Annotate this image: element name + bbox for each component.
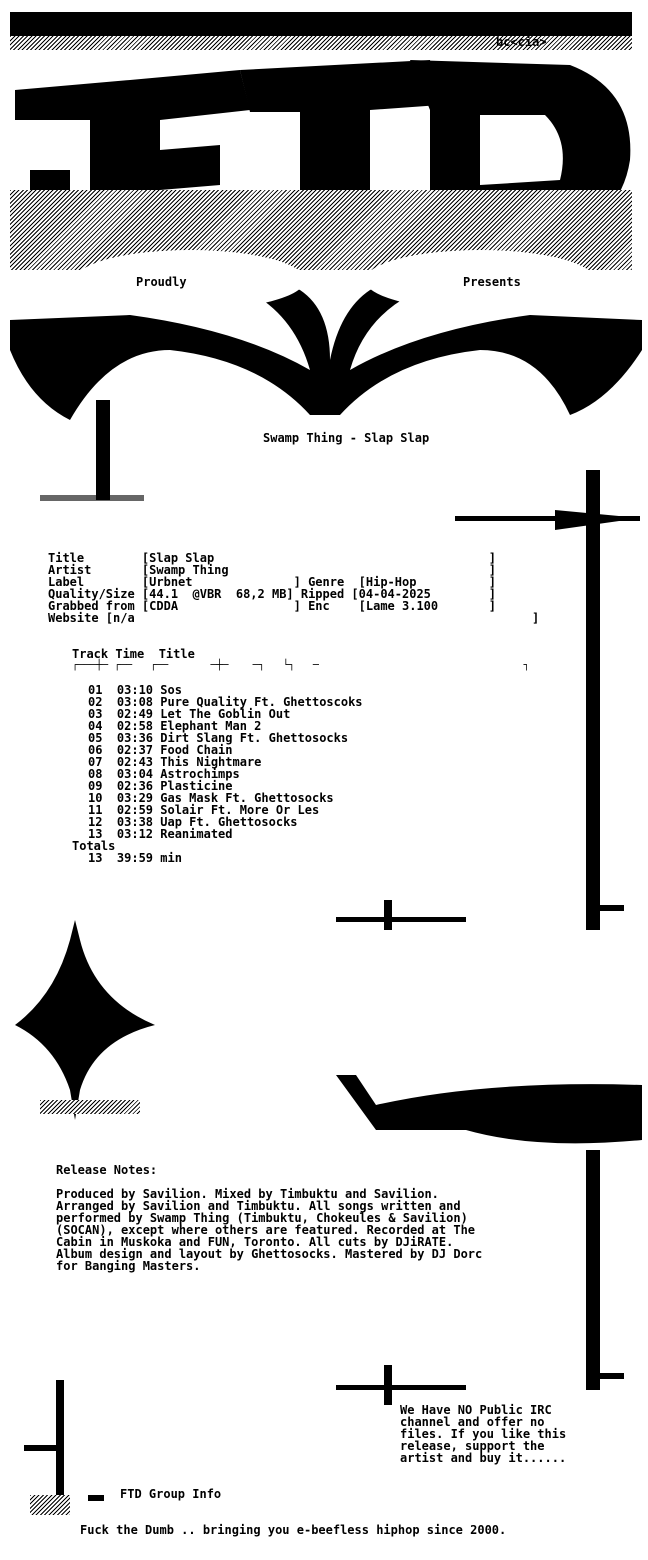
header-tag: bc<cia> <box>496 35 547 49</box>
irc-line: We Have NO Public IRC <box>400 1403 552 1417</box>
track-row: 12 03:38 Uap Ft. Ghettosocks <box>88 815 298 829</box>
info-grabbed-line: Grabbed from [CDDA ] Enc [Lame 3.100 ] <box>48 599 496 613</box>
track-row: 11 02:59 Solair Ft. More Or Les <box>88 803 320 817</box>
totals-label: Totals <box>72 839 116 853</box>
tracklist-rule: ┌───┼─ ┌── ┌── ─┼─ ─┐ └┐ ─ ┐ <box>72 660 530 671</box>
presents-right: Presents <box>463 275 521 289</box>
notes-line: Album design and layout by Ghettosocks. … <box>56 1247 483 1261</box>
track-row: 03 02:49 Let The Goblin Out <box>88 707 291 721</box>
notes-line: for Banging Masters. <box>56 1259 201 1273</box>
group-info: FTD Group Info <box>120 1487 222 1501</box>
footer-tagline: Fuck the Dumb .. bringing you e-beefless… <box>80 1523 507 1537</box>
info-website-line: Website [n/a ] <box>48 611 540 625</box>
cross-art-right <box>455 510 640 530</box>
track-row: 01 03:10 Sos <box>88 683 182 697</box>
wing-art-right <box>336 1075 642 1144</box>
track-row: 06 02:37 Food Chain <box>88 743 233 757</box>
info-quality-line: Quality/Size [44.1 @VBR 68,2 MB] Ripped … <box>48 587 496 601</box>
notes-line: Cabin in Muskoka and FUN, Toronto. All c… <box>56 1235 454 1249</box>
track-row: 05 03:36 Dirt Slang Ft. Ghettosocks <box>88 731 349 745</box>
info-title-line: Title [Slap Slap ] <box>48 551 496 565</box>
notes-title: Release Notes: <box>56 1163 158 1177</box>
info-label-line: Label [Urbnet ] Genre [Hip-Hop ] <box>48 575 496 589</box>
irc-line: release, support the <box>400 1439 545 1453</box>
track-row: 02 03:08 Pure Quality Ft. Ghettoscoks <box>88 695 363 709</box>
notes-line: (SOCAN), except where others are feature… <box>56 1223 476 1237</box>
notes-line: Arranged by Savilion and Timbuktu. All s… <box>56 1199 461 1213</box>
presents-left: Proudly <box>136 275 187 289</box>
totals-row: 13 39:59 min <box>88 851 182 865</box>
track-row: 13 03:12 Reanimated <box>88 827 233 841</box>
irc-line: files. If you like this <box>400 1427 567 1441</box>
tracklist-header: Track Time Title <box>72 647 195 661</box>
track-row: 04 02:58 Elephant Man 2 <box>88 719 262 733</box>
face-mask-art <box>10 250 642 420</box>
info-artist-line: Artist [Swamp Thing ] <box>48 563 496 577</box>
track-row: 09 02:36 Plasticine <box>88 779 233 793</box>
splat-art-left <box>15 920 155 1120</box>
notes-line: performed by Swamp Thing (Timbuktu, Chok… <box>56 1211 468 1225</box>
irc-line: artist and buy it...... <box>400 1451 567 1465</box>
track-row: 07 02:43 This Nightmare <box>88 755 262 769</box>
track-row: 10 03:29 Gas Mask Ft. Ghettosocks <box>88 791 334 805</box>
track-row: 08 03:04 Astrochimps <box>88 767 240 781</box>
release-title: Swamp Thing - Slap Slap <box>263 431 430 445</box>
notes-line: Produced by Savilion. Mixed by Timbuktu … <box>56 1187 439 1201</box>
irc-line: channel and offer no <box>400 1415 545 1429</box>
